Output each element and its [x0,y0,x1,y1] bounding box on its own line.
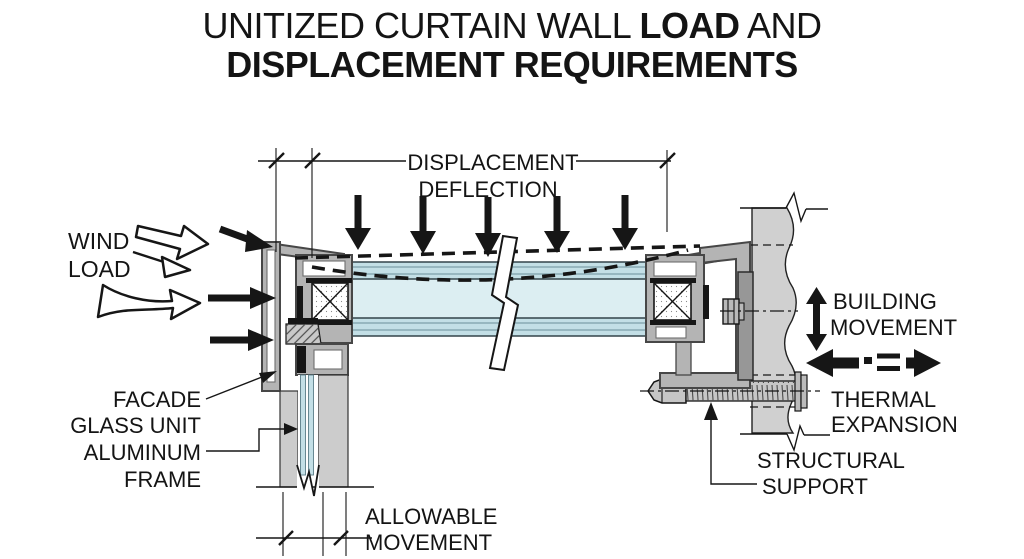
label-facade: FACADE [113,387,201,412]
label-expansion: EXPANSION [831,412,958,437]
down-arrow-icon [345,195,371,250]
right-glazing-gasket [653,282,692,321]
structural-support-leader [704,402,757,485]
thermal-expansion-arrow-icon [806,349,941,377]
down-arrow-icon [410,196,436,254]
label-thermal: THERMAL [831,387,936,412]
label-allowable-movement: MOVEMENT [365,530,492,555]
label-glass-unit: GLASS UNIT [70,413,201,438]
concrete-structure [740,191,830,453]
building-movement-arrow-icon [806,287,827,351]
title-line1-regular-2: AND [747,5,822,46]
anchor-bracket [720,271,798,381]
diagram-title: UNITIZED CURTAIN WALL LOAD AND DISPLACEM… [0,6,1024,84]
wind-pressure-arrow [208,287,276,309]
wind-load-arrows [96,224,276,351]
allowable-movement-dimension [256,492,372,556]
lower-glass-unit [256,374,374,502]
label-load: LOAD [68,256,131,282]
label-aluminum: ALUMINUM [84,440,201,465]
left-mullion [261,240,353,392]
glass-break-line [297,465,319,502]
label-allowable: ALLOWABLE [365,504,497,529]
load-arrows-down [345,195,638,257]
label-displacement: DISPLACEMENT [407,150,578,175]
label-building: BUILDING [833,289,937,314]
wall-break-top [785,191,807,224]
label-frame: FRAME [124,467,201,492]
label-deflection: DEFLECTION [418,177,557,202]
panel-break-line [488,234,520,372]
wind-arrow-icon [134,224,210,261]
label-structural: STRUCTURAL [757,448,905,473]
glass-panel [339,261,651,337]
down-arrow-icon [475,197,501,257]
label-movement: MOVEMENT [830,315,957,340]
title-line1-regular: UNITIZED CURTAIN WALL [202,5,630,46]
wind-pressure-arrow [218,225,273,252]
facade-leader [205,371,277,400]
aluminum-frame-leader [206,423,298,452]
wind-arrow-icon [96,283,202,321]
title-line-2: DISPLACEMENT REQUIREMENTS [226,44,798,85]
wind-arrow-icon [132,250,192,279]
title-line1-bold: LOAD [639,5,741,46]
label-wind: WIND [68,228,129,254]
label-support: SUPPORT [762,474,868,499]
setting-block [285,318,322,345]
left-glazing-gasket [311,282,349,321]
wall-break-bottom [786,423,805,453]
down-arrow-icon [544,196,570,253]
wind-pressure-arrow [210,329,274,351]
down-arrow-icon [612,195,638,250]
displacement-dimension [258,148,676,258]
title-line-1: UNITIZED CURTAIN WALL LOAD AND [0,6,1024,45]
